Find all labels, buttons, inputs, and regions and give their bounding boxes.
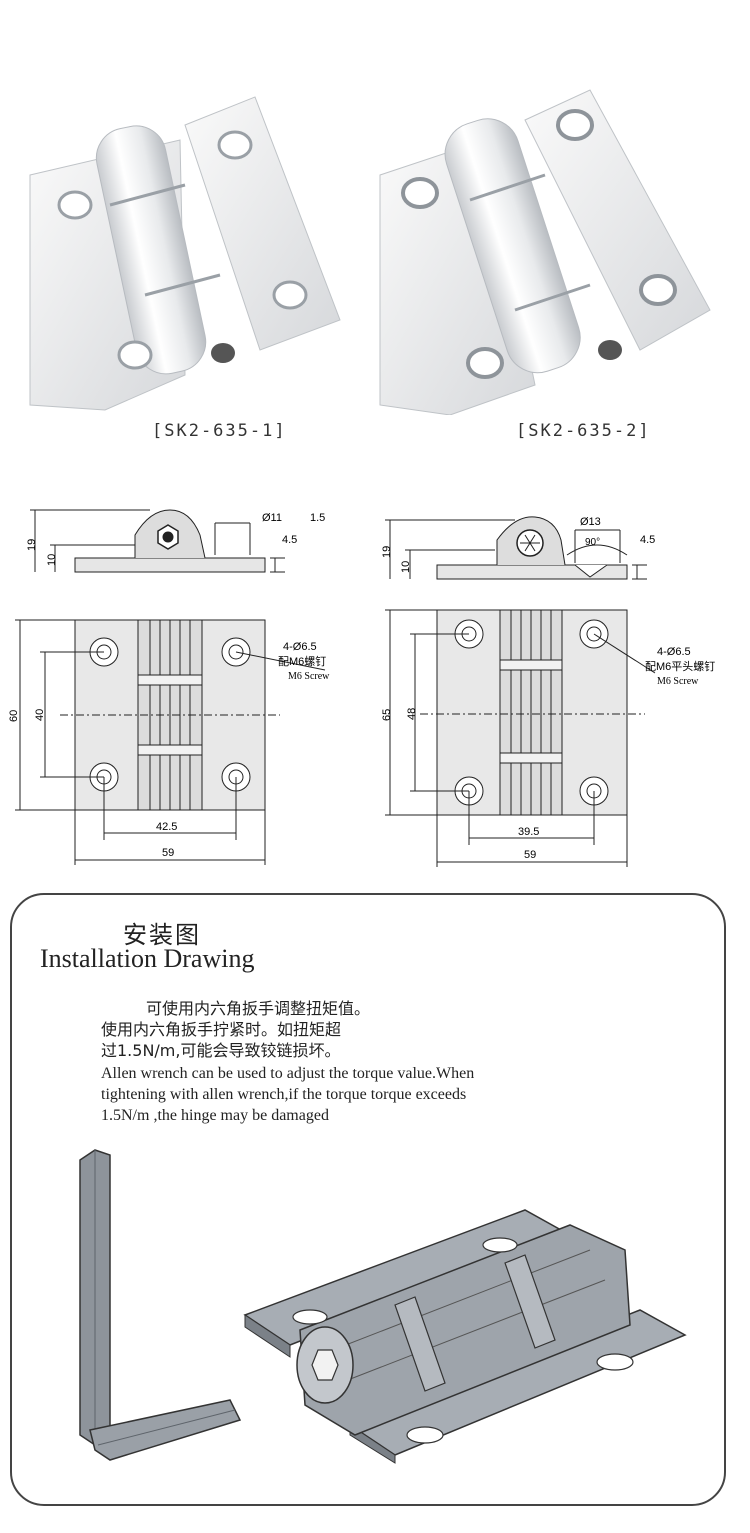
front-note-2: 配M6螺钉	[278, 655, 326, 668]
front-height-r: 65	[381, 709, 393, 721]
front-width: 59	[162, 847, 174, 859]
front-note-2-r: 配M6平头螺钉	[645, 660, 715, 673]
side-height-total-r: 19	[381, 546, 393, 558]
side-height-total: 19	[26, 539, 38, 551]
front-hole-pitch-h-r: 39.5	[518, 826, 539, 838]
side-thickness-r: 4.5	[640, 534, 655, 546]
front-note-1: 4-Ø6.5	[283, 641, 317, 653]
allen-wrench-illustration	[79, 1149, 242, 1461]
product-model-2: [SK2-635-2]	[516, 421, 651, 441]
front-width-r: 59	[524, 849, 536, 861]
side-callout-2: 1.5	[310, 512, 325, 524]
installation-text-cn-1: 可使用内六角扳手调整扭矩值。	[146, 999, 371, 1018]
installation-text-cn-2: 使用内六角扳手拧紧时。如扭矩超	[101, 1020, 342, 1039]
hinge-photo-sk2-635-2	[379, 89, 711, 415]
side-height-low-r: 10	[400, 561, 412, 573]
front-hole-pitch-v: 40	[34, 709, 46, 721]
installation-title-en: Installation Drawing	[40, 944, 255, 973]
technical-drawing-right: 19 10 4.5 Ø13 90° 65 48 39.5 59 4-Ø6.5 配…	[381, 516, 715, 867]
front-height: 60	[8, 710, 20, 722]
side-view-left	[30, 509, 285, 573]
hinge-3d-illustration	[243, 1209, 687, 1464]
side-thickness: 4.5	[282, 534, 297, 546]
front-hole-pitch-h: 42.5	[156, 821, 177, 833]
installation-text-en-1: Allen wrench can be used to adjust the t…	[101, 1065, 475, 1082]
front-view-right	[385, 609, 656, 867]
installation-text-en-2: tightening with allen wrench,if the torq…	[101, 1086, 467, 1103]
side-callout: Ø11	[262, 512, 282, 524]
front-hole-pitch-v-r: 48	[406, 708, 418, 720]
front-view-left	[15, 619, 326, 865]
side-view-right	[385, 516, 647, 580]
side-angle-r: 90°	[585, 537, 600, 548]
hinge-photo-sk2-635-1	[29, 96, 341, 411]
installation-title-cn: 安装图	[123, 921, 201, 949]
product-model-1: [SK2-635-1]	[152, 421, 287, 441]
front-note-3: M6 Screw	[288, 671, 330, 682]
installation-text-en-3: 1.5N/m ,the hinge may be damaged	[101, 1107, 329, 1124]
side-height-low: 10	[46, 554, 58, 566]
technical-drawing-left: 19 10 4.5 Ø11 1.5 60 40 42.5 59 4-Ø6.5 配…	[8, 509, 330, 865]
front-note-3-r: M6 Screw	[657, 676, 699, 687]
installation-text-cn-3: 过1.5N/m,可能会导致铰链损坏。	[101, 1041, 341, 1060]
side-callout-r: Ø13	[580, 516, 601, 528]
front-note-1-r: 4-Ø6.5	[657, 646, 691, 658]
